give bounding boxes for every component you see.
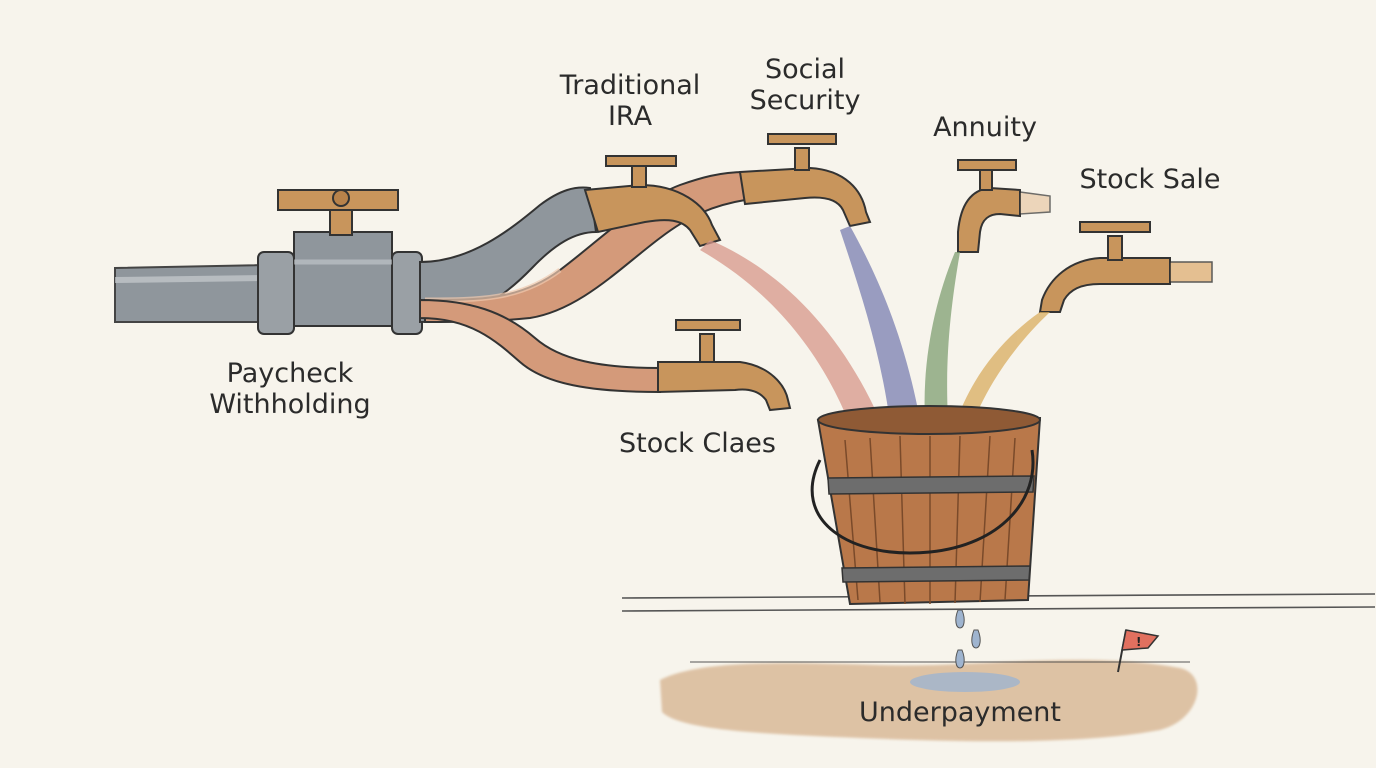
label-stock-claes: Stock Claes: [619, 428, 776, 459]
flag-icon: !: [1117, 629, 1160, 673]
label-stock-sale: Stock Sale: [1079, 164, 1221, 195]
stream-traditional-ira: [700, 240, 880, 425]
faucet-icon-stock-claes: [657, 319, 792, 412]
water-streams: [700, 226, 1050, 430]
faucet-icon-annuity: [957, 159, 1051, 253]
label-underpayment: Underpayment: [859, 697, 1061, 728]
stream-social-security: [840, 226, 920, 422]
label-paycheck-withholding: Paycheck Withholding: [209, 358, 371, 420]
stream-annuity: [924, 252, 960, 420]
stream-stock-sale: [955, 312, 1050, 430]
water-drop-icons: [955, 609, 981, 669]
ground-patch: [660, 659, 1198, 742]
label-social-security: Social Security: [749, 54, 861, 116]
faucet-icon-traditional-ira: [583, 155, 722, 248]
faucet-icon-social-security: [738, 133, 872, 228]
bucket-icon: [810, 405, 1042, 606]
label-annuity: Annuity: [933, 112, 1037, 143]
main-pipe: [114, 231, 423, 335]
puddle: [910, 672, 1020, 692]
faucet-icon-stock-sale: [1038, 221, 1213, 313]
flag-mark: !: [1136, 635, 1141, 649]
label-traditional-ira: Traditional IRA: [559, 70, 701, 132]
main-valve-icon: [277, 189, 399, 236]
